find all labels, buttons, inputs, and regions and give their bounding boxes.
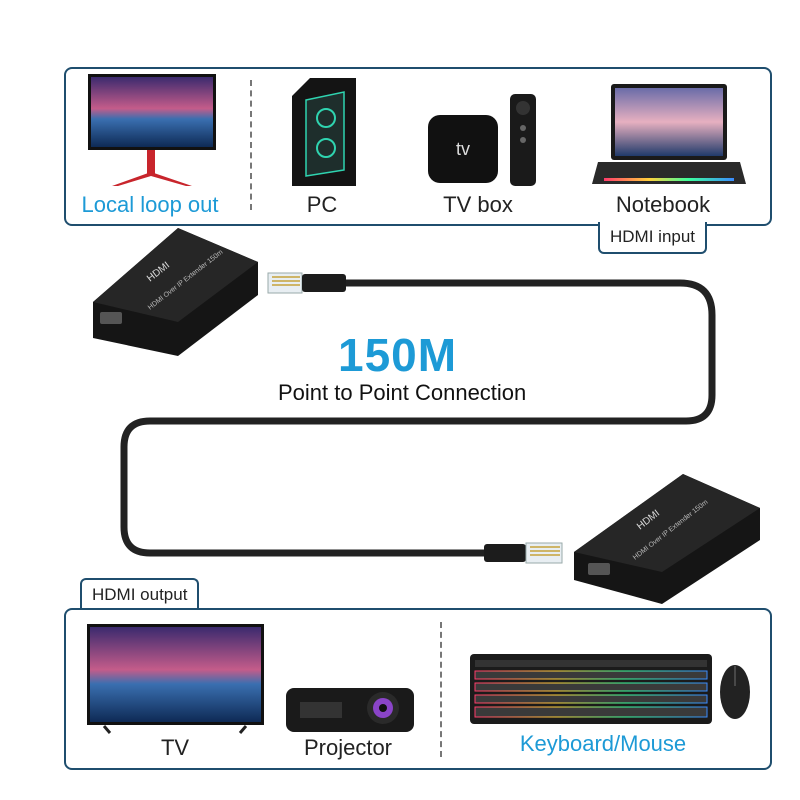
rj45-connector-bottom [484,542,563,564]
rj45-connector-top [267,272,346,294]
laptop-icon [592,84,746,184]
tv-label: TV [160,735,190,760]
panel-divider [440,622,442,757]
tv-box-icon: tv [428,94,536,186]
connection-caption: Point to Point Connection [278,380,527,405]
hdmi-input-tab: HDMI input [598,222,708,254]
tv-icon [87,624,264,734]
projector-icon [286,688,414,732]
keyboard-mouse-label: Keyboard/Mouse [519,731,687,756]
tv-box-label: TV box [443,192,513,217]
pc-label: PC [306,192,338,217]
distance-title: 150M [338,329,458,381]
local-loop-out-label: Local loop out [81,192,219,217]
network-cable [120,279,716,557]
pc-tower-icon [292,78,356,186]
hdmi-output-tab: HDMI output [80,578,200,610]
extender-transmitter: HDMI HDMI Over IP Extender 150m [93,228,258,356]
notebook-label: Notebook [615,192,711,217]
svg-text:tv: tv [456,139,470,159]
keyboard-mouse-icon [470,654,750,724]
monitor-icon [88,74,216,186]
extender-receiver: HDMI HDMI Over IP Extender 150m [574,474,760,604]
panel-divider [250,80,252,210]
projector-label: Projector [303,735,393,760]
